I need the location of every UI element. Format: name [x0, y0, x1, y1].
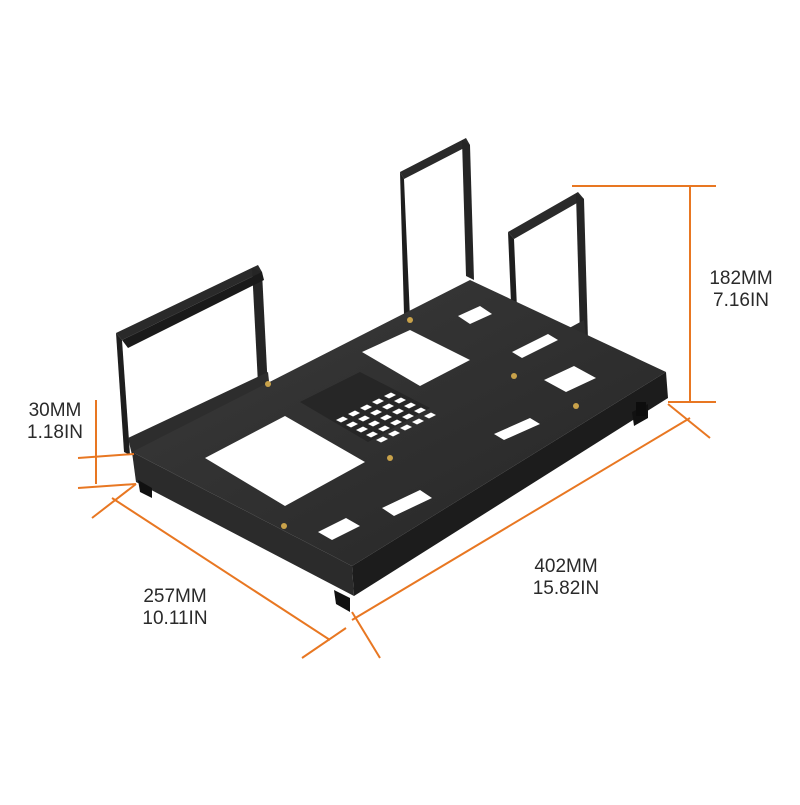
grid-hole: [368, 420, 380, 427]
grid-hole: [372, 398, 384, 405]
depth-mm: 257MM: [143, 586, 207, 607]
grid-hole: [382, 403, 394, 410]
height-mm: 182MM: [709, 268, 773, 289]
grid-hole: [376, 436, 388, 443]
grid-hole: [404, 402, 416, 409]
depth-dimension-label: 257MM 10.11IN: [120, 586, 230, 630]
grid-hole: [380, 414, 392, 421]
grid-hole: [388, 430, 400, 437]
height-dimension-label: 182MM 7.16IN: [686, 268, 796, 312]
middle-bracket: [400, 138, 474, 318]
grid-hole: [346, 421, 358, 428]
cutout-upper: [362, 330, 470, 386]
width-mm: 402MM: [534, 556, 598, 577]
grid-hole: [424, 412, 436, 419]
grid-hole: [366, 431, 378, 438]
left-bracket: [116, 265, 270, 455]
grid-hole: [414, 407, 426, 414]
grid-hole: [412, 418, 424, 425]
height-in: 7.16IN: [713, 290, 769, 311]
grid-hole: [348, 410, 360, 417]
cutout-large: [205, 416, 365, 506]
cpu-grid-cutout: [336, 392, 436, 443]
grid-hole: [402, 413, 414, 420]
base-dimension-label: 30MM 1.18IN: [10, 400, 100, 444]
grid-hole: [384, 392, 396, 399]
grid-hole: [356, 426, 368, 433]
grid-hole: [370, 409, 382, 416]
grid-hole: [394, 397, 406, 404]
dimension-lines: [77, 185, 716, 659]
power-switch: [636, 402, 646, 416]
grid-hole: [400, 424, 412, 431]
depth-in: 10.11IN: [142, 608, 208, 629]
grid-hole: [390, 419, 402, 426]
width-in: 15.82IN: [532, 578, 600, 599]
grid-hole: [360, 404, 372, 411]
base-in: 1.18IN: [27, 422, 83, 443]
grid-hole: [378, 425, 390, 432]
base-mm: 30MM: [28, 400, 82, 421]
grid-hole: [358, 415, 370, 422]
grid-hole: [392, 408, 404, 415]
grid-hole: [336, 416, 348, 423]
width-dimension-label: 402MM 15.82IN: [506, 556, 626, 600]
